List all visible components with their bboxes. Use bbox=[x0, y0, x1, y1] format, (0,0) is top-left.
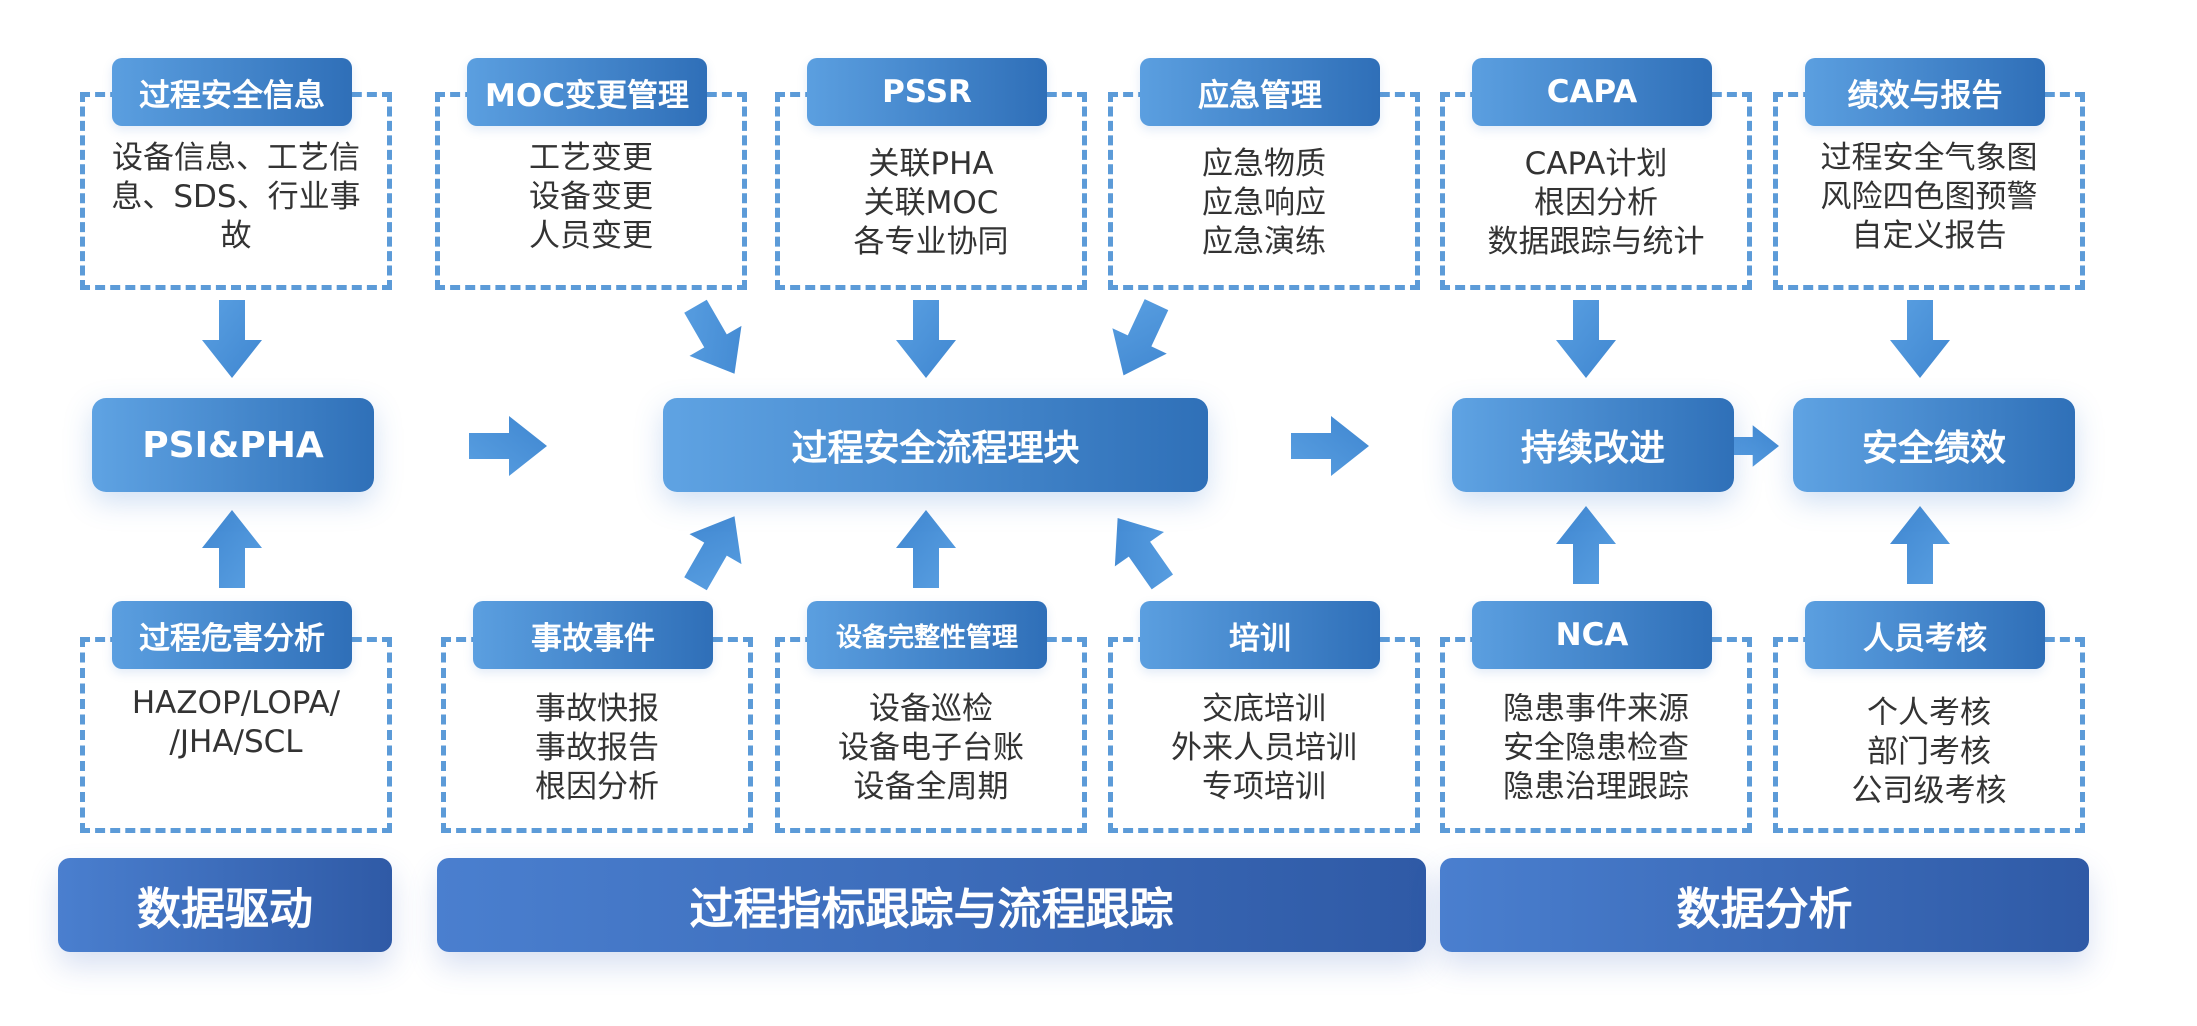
tag-training[interactable]: 培训 bbox=[1140, 601, 1380, 669]
tag-accident[interactable]: 事故事件 bbox=[473, 601, 713, 669]
arrow-diag-accident bbox=[669, 501, 761, 599]
tag-performance-report[interactable]: 绩效与报告 bbox=[1805, 58, 2045, 126]
tag-moc[interactable]: MOC变更管理 bbox=[467, 58, 707, 126]
card-body: 个人考核 部门考核 公司级考核 bbox=[1851, 695, 2007, 809]
card-body: 交底培训 外来人员培训 专项培训 bbox=[1171, 691, 1357, 805]
card-body: 应急物质 应急响应 应急演练 bbox=[1202, 146, 1326, 260]
card-body: 隐患事件来源 安全隐患检查 隐患治理跟踪 bbox=[1503, 691, 1689, 805]
card-body: 设备巡检 设备电子台账 设备全周期 bbox=[838, 691, 1024, 805]
tag-nca[interactable]: NCA bbox=[1472, 601, 1712, 669]
card-body: HAZOP/LOPA/ /JHA/SCL bbox=[131, 685, 341, 760]
arrow-diag-moc bbox=[669, 291, 761, 389]
arrow-down-psi bbox=[202, 300, 262, 378]
arrow-up-pha bbox=[202, 510, 262, 588]
tag-emergency[interactable]: 应急管理 bbox=[1140, 58, 1380, 126]
card-body: 关联PHA 关联MOC 各专业协同 bbox=[853, 146, 1009, 260]
node-process-module[interactable]: 过程安全流程理块 bbox=[663, 398, 1208, 492]
card-body: 设备信息、工艺信 息、SDS、行业事 故 bbox=[111, 140, 361, 254]
tag-process-safety-info[interactable]: 过程安全信息 bbox=[112, 58, 352, 126]
arrow-up-nca bbox=[1556, 506, 1616, 584]
arrow-right-1 bbox=[469, 416, 547, 476]
arrow-diag-emergency bbox=[1096, 291, 1184, 389]
band-data-analysis: 数据分析 bbox=[1440, 858, 2089, 952]
card-personnel-assessment: 个人考核 部门考核 公司级考核 bbox=[1773, 637, 2085, 833]
arrow-down-capa bbox=[1556, 300, 1616, 378]
arrow-up-assessment bbox=[1890, 506, 1950, 584]
arrow-diag-training bbox=[1093, 500, 1187, 600]
card-body: 事故快报 事故报告 根因分析 bbox=[535, 691, 659, 805]
node-continuous-improvement[interactable]: 持续改进 bbox=[1452, 398, 1734, 492]
arrow-down-report bbox=[1890, 300, 1950, 378]
tag-personnel-assessment[interactable]: 人员考核 bbox=[1805, 601, 2045, 669]
card-body: 工艺变更 设备变更 人员变更 bbox=[529, 140, 653, 254]
card-equipment-integrity: 设备巡检 设备电子台账 设备全周期 bbox=[775, 637, 1087, 833]
arrow-down-pssr bbox=[896, 300, 956, 378]
band-process-tracking: 过程指标跟踪与流程跟踪 bbox=[437, 858, 1426, 952]
card-nca: 隐患事件来源 安全隐患检查 隐患治理跟踪 bbox=[1440, 637, 1752, 833]
card-hazard-analysis: HAZOP/LOPA/ /JHA/SCL bbox=[80, 637, 392, 833]
arrow-right-2 bbox=[1291, 416, 1369, 476]
arrow-up-equipment bbox=[896, 510, 956, 588]
tag-hazard-analysis[interactable]: 过程危害分析 bbox=[112, 601, 352, 669]
card-body: CAPA计划 根因分析 数据跟踪与统计 bbox=[1487, 146, 1705, 260]
tag-equipment-integrity[interactable]: 设备完整性管理 bbox=[807, 601, 1047, 669]
node-safety-performance[interactable]: 安全绩效 bbox=[1793, 398, 2075, 492]
card-training: 交底培训 外来人员培训 专项培训 bbox=[1108, 637, 1420, 833]
tag-pssr[interactable]: PSSR bbox=[807, 58, 1047, 126]
tag-capa[interactable]: CAPA bbox=[1472, 58, 1712, 126]
node-psi-pha[interactable]: PSI&PHA bbox=[92, 398, 374, 492]
band-data-driven: 数据驱动 bbox=[58, 858, 392, 952]
card-body: 过程安全气象图 风险四色图预警 自定义报告 bbox=[1820, 140, 2038, 254]
